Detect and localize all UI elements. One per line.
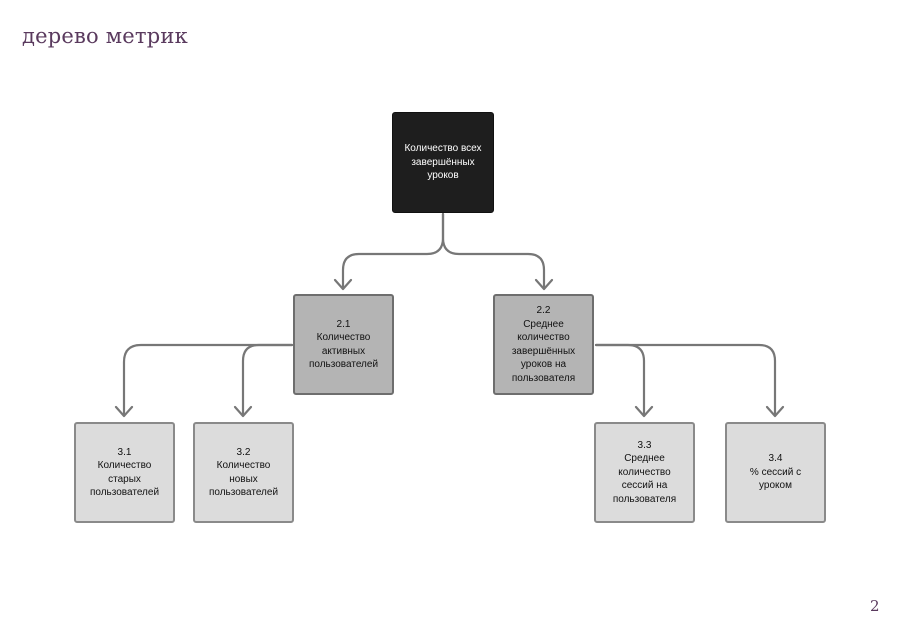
connector-2-1-to-3-2 [241,343,294,417]
connector-root-to-2-2 [441,212,546,290]
connector-root-to-2-1 [341,212,445,290]
node-3-4-sessions-with-lesson-share: 3.4 % сессий с уроком [725,422,826,523]
node-label: % сессий с уроком [749,466,802,492]
node-label: Среднее количество сессий на пользовател… [612,453,677,505]
arrowhead-3-1 [114,405,134,418]
node-number: 3.3 [637,439,652,451]
arrowhead-2-2 [534,278,554,291]
page-title: дерево метрик [22,24,188,48]
node-2-1-active-users: 2.1 Количество активных пользователей [293,294,394,395]
arrowhead-3-4 [765,405,785,418]
connector-2-2-to-3-3 [594,343,646,417]
node-3-1-old-users: 3.1 Количество старых пользователей [74,422,175,523]
page-number: 2 [870,597,880,615]
connector-2-1-to-3-1 [122,343,294,417]
node-3-2-new-users: 3.2 Количество новых пользователей [193,422,294,523]
arrowhead-2-1 [333,278,353,291]
node-2-2-avg-completed-lessons-per-user: 2.2 Среднее количество завершённых уроко… [493,294,594,395]
node-label: Количество всех завершённых уроков [404,143,482,182]
node-number: 2.2 [536,305,551,316]
node-number: 3.4 [768,453,783,465]
node-label: Количество новых пользователей [208,460,279,498]
node-number: 3.2 [236,446,251,458]
arrowhead-3-2 [233,405,253,418]
node-label: Среднее количество завершённых уроков на… [511,318,576,384]
arrowhead-3-3 [634,405,654,418]
node-label: Количество старых пользователей [89,460,160,498]
connector-2-2-to-3-4 [594,343,777,417]
node-3-3-avg-sessions-per-user: 3.3 Среднее количество сессий на пользов… [594,422,695,523]
node-root-total-completed-lessons: Количество всех завершённых уроков [392,112,494,213]
node-number: 2.1 [336,318,351,330]
node-number: 3.1 [117,446,132,458]
node-label: Количество активных пользователей [308,332,379,370]
